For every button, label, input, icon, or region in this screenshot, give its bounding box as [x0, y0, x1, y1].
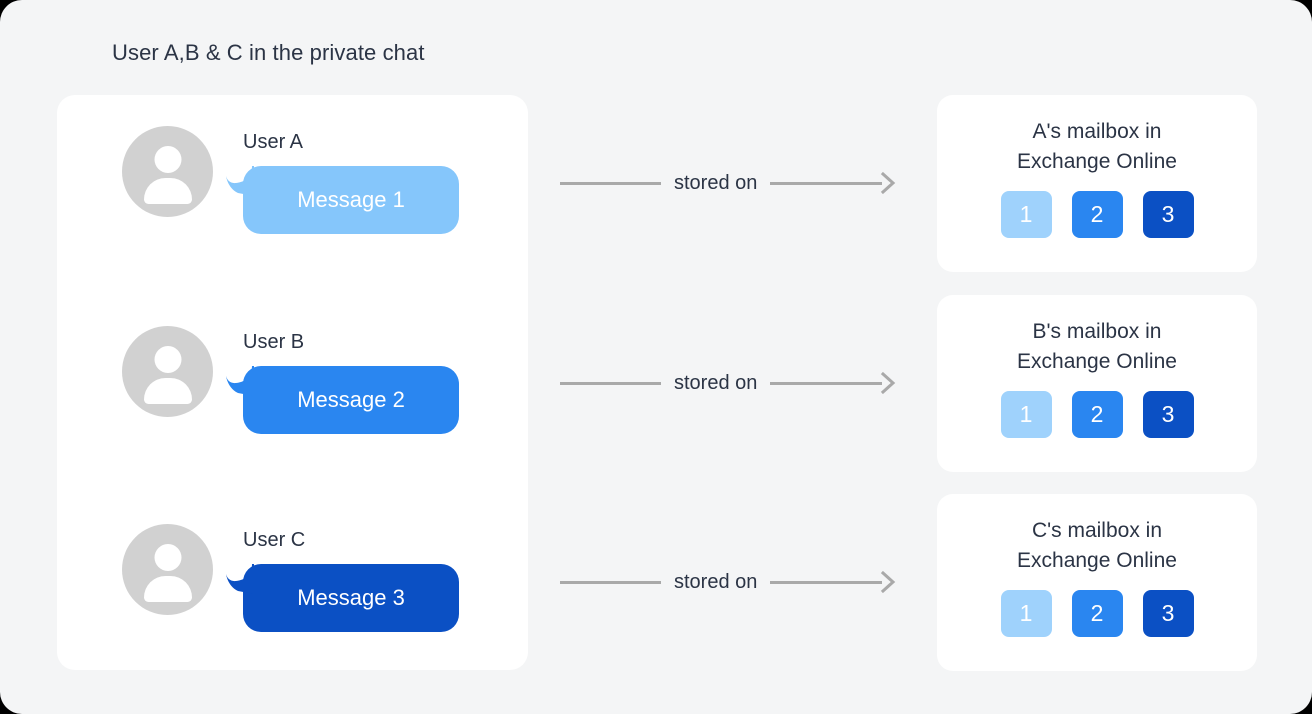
message-tile: 2 — [1071, 590, 1123, 637]
chat-row: User C Message 3 — [122, 524, 459, 632]
message-tile: 2 — [1071, 391, 1123, 438]
bubble-tail-icon — [226, 366, 254, 396]
page-title: User A,B & C in the private chat — [112, 40, 425, 65]
message-tile: 3 — [1142, 191, 1194, 238]
avatar-body — [143, 378, 192, 404]
message-tile: 3 — [1142, 590, 1194, 637]
bubble-tail-icon — [226, 166, 254, 196]
message-tile: 1 — [1000, 590, 1052, 637]
arrow-right-icon — [881, 372, 896, 394]
connector-stored-on: stored on — [560, 371, 908, 395]
mailbox-title: C's mailbox in Exchange Online — [1017, 519, 1177, 572]
message-text: Message 3 — [297, 585, 405, 610]
connector-label: stored on — [674, 171, 758, 194]
message-text: Message 2 — [297, 387, 405, 412]
person-icon — [122, 326, 213, 417]
connector-line-left — [560, 381, 661, 385]
avatar-head — [154, 146, 181, 173]
connector-stored-on: stored on — [560, 171, 908, 195]
connector-line-left — [560, 181, 661, 185]
message-bubble: Message 2 — [226, 366, 459, 434]
message-tile-group: 1 2 3 — [1000, 391, 1194, 438]
connector-line-right — [770, 580, 883, 584]
person-icon — [122, 126, 213, 217]
person-icon — [122, 524, 213, 615]
user-label: User A — [243, 131, 304, 153]
avatar-head — [154, 346, 181, 373]
chat-row: User B Message 2 — [122, 326, 459, 434]
message-tile-group: 1 2 3 — [1000, 590, 1194, 637]
mailbox-title: B's mailbox in Exchange Online — [1017, 320, 1177, 373]
connector-line-left — [560, 580, 661, 584]
arrow-right-icon — [881, 172, 896, 194]
connector-line-right — [770, 381, 883, 385]
avatar-body — [143, 178, 192, 204]
connector-label: stored on — [674, 570, 758, 593]
mailbox-card: A's mailbox in Exchange Online 1 2 3 — [937, 95, 1257, 272]
connector-label: stored on — [674, 371, 758, 394]
connector-line-right — [770, 181, 883, 185]
private-chat-panel: User A Message 1 User B — [57, 95, 528, 670]
chat-bubble-group: User B Message 2 — [226, 326, 459, 434]
mailbox-title: A's mailbox in Exchange Online — [1017, 120, 1177, 173]
message-bubble: Message 3 — [226, 564, 459, 632]
connector-stored-on: stored on — [560, 570, 908, 594]
chat-row: User A Message 1 — [122, 126, 459, 234]
arrow-right-icon — [881, 571, 896, 593]
bubble-tail-icon — [226, 564, 254, 594]
message-bubble: Message 1 — [226, 166, 459, 234]
message-tile: 2 — [1071, 191, 1123, 238]
message-tile: 1 — [1000, 191, 1052, 238]
message-text: Message 1 — [297, 187, 405, 212]
user-label: User B — [243, 331, 305, 353]
user-label: User C — [243, 529, 306, 551]
avatar-head — [154, 544, 181, 571]
chat-bubble-group: User C Message 3 — [226, 524, 459, 632]
avatar-body — [143, 576, 192, 602]
message-tile: 1 — [1000, 391, 1052, 438]
message-tile: 3 — [1142, 391, 1194, 438]
mailbox-card: C's mailbox in Exchange Online 1 2 3 — [937, 494, 1257, 671]
message-tile-group: 1 2 3 — [1000, 191, 1194, 238]
mailbox-card: B's mailbox in Exchange Online 1 2 3 — [937, 295, 1257, 472]
chat-bubble-group: User A Message 1 — [226, 126, 459, 234]
